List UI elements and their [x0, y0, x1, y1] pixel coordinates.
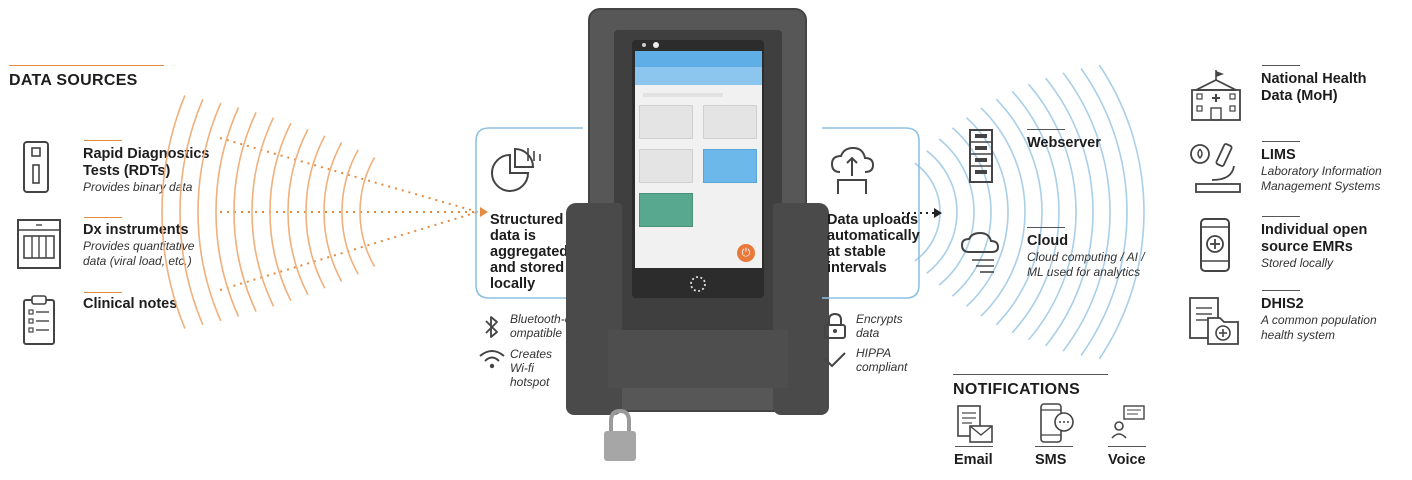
- signal-wave-arc: [341, 149, 359, 275]
- clinical-notes-title: Clinical notes: [83, 296, 178, 312]
- signal-wave-arc: [161, 95, 186, 329]
- cloud-subtitle: Cloud computing / AI / ML used for analy…: [1027, 250, 1145, 279]
- signal-wave-arc: [359, 156, 376, 268]
- voice-rule: [1108, 446, 1146, 447]
- signal-wave-arc: [938, 138, 975, 286]
- camera-dot: [642, 43, 646, 47]
- lims-title: LIMS: [1261, 147, 1296, 163]
- notifications-heading: NOTIFICATIONS: [953, 381, 1081, 398]
- signal-wave-arc: [980, 107, 1026, 317]
- screen-text-line: [643, 93, 723, 97]
- cloud-rule: [1027, 227, 1065, 228]
- signal-wave-arc: [1011, 90, 1060, 334]
- loading-spinner-icon: [690, 276, 706, 292]
- cradle-base: [608, 330, 788, 388]
- hippa-label: HIPPA compliant: [856, 346, 908, 374]
- checkmark-icon: [824, 352, 846, 368]
- bluetooth-label: Bluetooth-c ompatible: [510, 312, 571, 340]
- signal-wave-arc: [215, 107, 240, 317]
- screen-card: [639, 105, 693, 139]
- signal-wave-arc: [1080, 68, 1128, 356]
- emr-subtitle: Stored locally: [1261, 256, 1334, 270]
- bluetooth-icon: [485, 316, 498, 338]
- emr-title: Individual open source EMRs: [1261, 222, 1368, 255]
- upload-arrow: [902, 208, 942, 218]
- lims-rule: [1262, 141, 1300, 142]
- signal-wave-arc: [179, 98, 204, 326]
- rdt-title: Rapid Diagnostics Tests (RDTs): [83, 146, 210, 179]
- screen-card: [703, 105, 757, 139]
- signal-wave-arc: [1098, 64, 1145, 360]
- tablet-screen: ⏻: [635, 51, 762, 268]
- signal-wave-arc: [287, 128, 309, 296]
- clipboard-icon: [23, 295, 55, 345]
- signal-wave-arc: [1044, 77, 1094, 347]
- camera-lens: [653, 42, 659, 48]
- lims-subtitle: Laboratory Information Management System…: [1261, 164, 1382, 193]
- sms-label: SMS: [1035, 452, 1067, 468]
- moh-rule: [1262, 65, 1300, 66]
- signal-wave-arc: [197, 102, 222, 322]
- health-records-icon: [1189, 297, 1239, 345]
- signal-wave-arc: [965, 116, 1009, 308]
- upload-text: Data uploads automatically at stable int…: [827, 212, 920, 276]
- signal-wave-arc: [251, 117, 275, 307]
- cloud-icon: [960, 231, 1000, 273]
- clinical-notes-rule: [84, 292, 122, 293]
- signal-wave-arc: [233, 111, 257, 313]
- rdt-subtitle: Provides binary data: [83, 180, 193, 194]
- microscope-lab-icon: [1190, 143, 1241, 193]
- screen-toolbar: [635, 67, 762, 85]
- signal-wave-arc: [1062, 72, 1111, 352]
- sms-rule: [1035, 446, 1073, 447]
- signal-wave-arc: [305, 135, 326, 289]
- signal-wave-arc: [926, 150, 958, 274]
- aggregation-box: [475, 127, 583, 299]
- data-sources-rule: [9, 65, 164, 66]
- cloud-upload-icon: [830, 146, 875, 194]
- emr-rule: [1262, 216, 1300, 217]
- signal-wave-arc: [1028, 83, 1077, 341]
- email-rule: [955, 446, 993, 447]
- mobile-health-icon: [1200, 218, 1230, 272]
- wifi-icon: [479, 350, 505, 369]
- voice-icon: [1111, 405, 1145, 439]
- screen-card-highlight: [703, 149, 757, 183]
- dhis2-rule: [1262, 290, 1300, 291]
- dx-instrument-icon: [17, 219, 61, 269]
- screen-header: [635, 51, 762, 67]
- rdt-test-icon: [23, 141, 49, 193]
- encrypts-label: Encrypts data: [856, 312, 903, 340]
- data-sources-heading: DATA SOURCES: [9, 72, 138, 89]
- signal-wave-arc: [269, 122, 292, 302]
- upload-box: [822, 127, 920, 299]
- voice-label: Voice: [1108, 452, 1146, 468]
- notifications-rule: [953, 374, 1108, 375]
- wifi-label: Creates Wi-fi hotspot: [510, 347, 553, 389]
- webserver-title: Webserver: [1027, 135, 1101, 151]
- aggregation-text: Structured data is aggregated and stored…: [490, 212, 569, 292]
- dhis2-subtitle: A common population health system: [1261, 313, 1377, 342]
- padlock-icon: [604, 408, 636, 461]
- hospital-building-icon: [1191, 70, 1241, 121]
- power-icon[interactable]: ⏻: [737, 244, 755, 262]
- webserver-rule: [1027, 129, 1065, 130]
- cloud-title: Cloud: [1027, 233, 1069, 249]
- signal-wave-arc: [995, 98, 1043, 326]
- rdt-rule: [84, 140, 122, 141]
- signal-wave-arc: [323, 142, 343, 282]
- screen-card: [639, 149, 693, 183]
- email-icon: [957, 405, 993, 443]
- server-icon: [969, 129, 993, 183]
- analytics-chart-icon: [491, 147, 541, 192]
- dx-rule: [84, 217, 122, 218]
- lock-icon: [824, 312, 846, 339]
- dhis2-title: DHIS2: [1261, 296, 1304, 312]
- email-label: Email: [954, 452, 993, 468]
- sms-icon: [1040, 403, 1074, 443]
- moh-title: National Health Data (MoH): [1261, 71, 1367, 104]
- screen-card-green: [639, 193, 693, 227]
